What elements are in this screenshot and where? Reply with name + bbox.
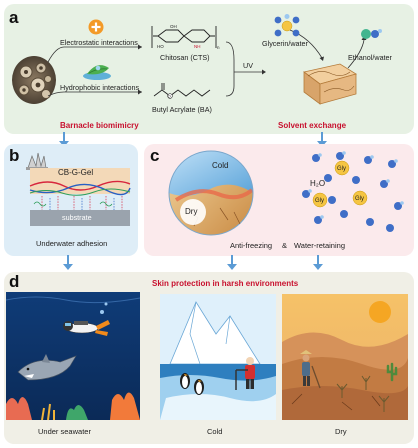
dry-scene-label: Dry [335, 427, 347, 436]
anti-freezing-label: Anti-freezing [230, 241, 273, 250]
barnacle-shell-icon [26, 152, 48, 170]
ampersand-label: & [282, 241, 288, 250]
cold-label: Cold [212, 161, 229, 170]
barnacle-photo [12, 56, 56, 104]
seawater-scene [5, 292, 141, 421]
chitosan-structure-icon: OH HO NH n [151, 24, 220, 50]
panel-b-label: b [9, 146, 20, 165]
chem-oh-text: OH [170, 24, 177, 29]
glycerin-water-label: Glycerin/water [262, 39, 308, 48]
hydrophobic-label: Hydrophobic interactions [60, 83, 140, 92]
ethanol-molecule-icon [361, 29, 382, 39]
gly-label-3: Gly [355, 196, 364, 202]
electrostatic-label: Electrostatic interactions [60, 38, 138, 47]
cold-scene [160, 294, 276, 420]
chitosan-label: Chitosan (CTS) [160, 53, 210, 62]
down-arrows-bottom [63, 255, 323, 270]
hydrophobic-leaf-icon [83, 65, 111, 80]
ethanol-water-label: Ethanol/water [348, 53, 392, 62]
butyl-acrylate-label: Butyl Acrylate (BA) [152, 105, 212, 114]
butyl-acrylate-structure-icon: O [153, 83, 211, 99]
gly-label-2: Gly [315, 198, 324, 204]
glycerin-water-network [302, 151, 404, 232]
solvent-exchange-label: Solvent exchange [278, 121, 347, 130]
panel-a-label: a [9, 8, 19, 27]
panel-c-label: c [150, 146, 160, 165]
substrate-label: substrate [62, 213, 92, 222]
substrate-layer [30, 210, 130, 226]
glycerin-molecule-icon [274, 14, 300, 37]
gel-label: CB-G-Gel [58, 168, 94, 177]
cold-scene-label: Cold [207, 427, 223, 436]
gly-label-1: Gly [337, 166, 346, 172]
barnacle-biomimicry-label: Barnacle biomimicry [60, 121, 139, 130]
underwater-adhesion-label: Underwater adhesion [36, 239, 108, 248]
under-seawater-label: Under seawater [38, 427, 91, 436]
adhesion-interface-diagram [29, 180, 131, 210]
cold-dry-circle-icon [168, 150, 254, 236]
dry-label: Dry [185, 207, 198, 216]
panel-b [4, 144, 138, 256]
panel-d-label: d [9, 272, 20, 291]
h2o-label: H₂O [310, 179, 326, 188]
chem-n-text: n [217, 45, 220, 50]
chem-nh2-text: NH [194, 44, 201, 49]
gel-block-icon [303, 63, 357, 105]
chem-ho-text: HO [157, 44, 164, 49]
water-retaining-label: Water-retaining [294, 241, 345, 250]
uv-label: UV [243, 61, 253, 70]
plus-charge-icon [88, 19, 104, 35]
panel-d-title: Skin protection in harsh environments [152, 279, 299, 288]
dry-scene [282, 294, 408, 420]
svg-text:O: O [168, 94, 171, 99]
panel-a-connectors [47, 29, 367, 97]
